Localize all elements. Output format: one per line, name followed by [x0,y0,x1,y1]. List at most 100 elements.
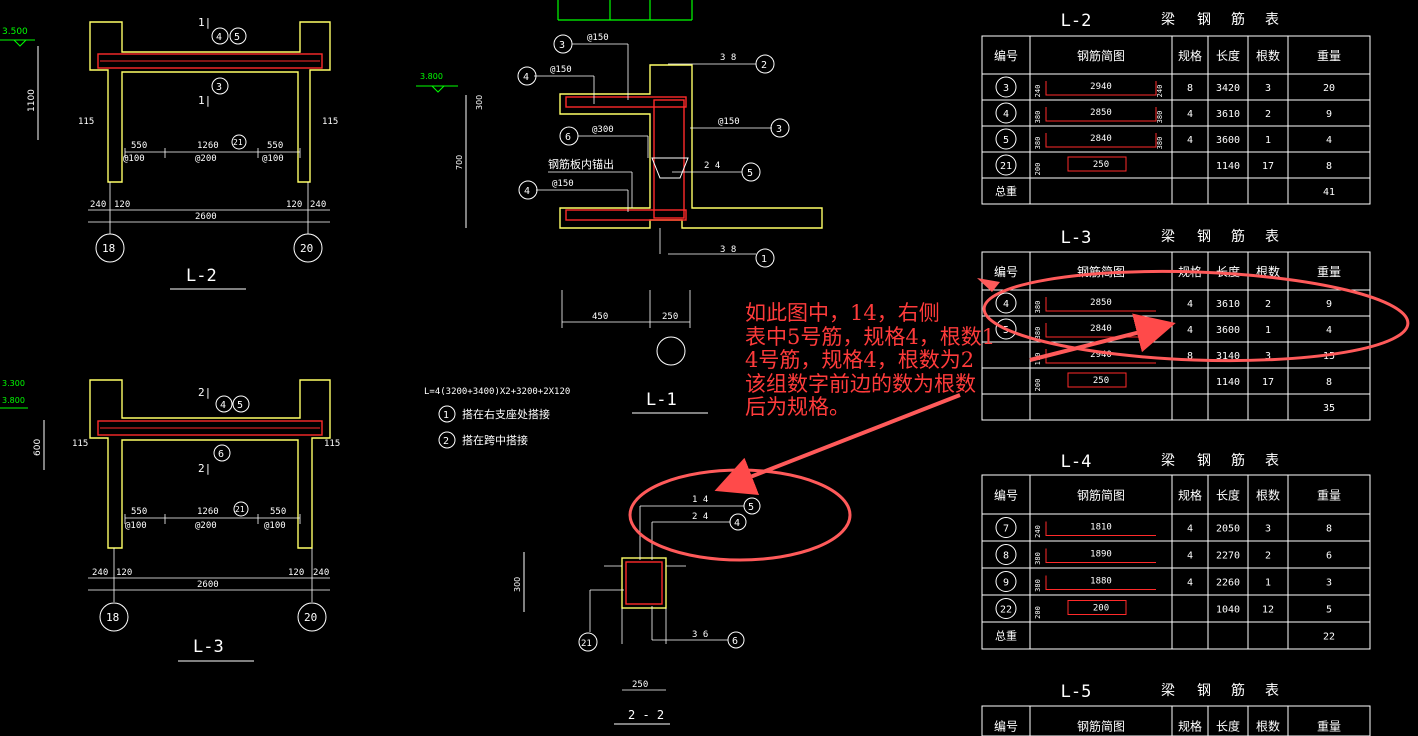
rebar-shape-length: 2850 [1090,108,1112,118]
table-header: 重量 [1317,49,1341,63]
svg-text:2: 2 [443,436,449,447]
svg-text:115: 115 [322,117,338,127]
svg-text:1|: 1| [198,16,211,29]
svg-text:5: 5 [234,32,240,43]
svg-text:2600: 2600 [197,580,219,590]
drawing-title-2-2: 2 - 2 [628,708,664,722]
rebar-hook-left: 380 [1034,579,1042,592]
rebar-shape-length: 1890 [1090,550,1112,560]
table-header: 钢筋简图 [1077,719,1125,734]
rebar-length: 1140 [1216,161,1240,172]
svg-text:5: 5 [748,502,754,513]
table-row-id: 4 [1003,109,1009,120]
svg-text:3: 3 [776,124,782,135]
table-title: L-5 [1061,682,1092,702]
rebar-length: 3420 [1216,83,1240,94]
rebar-spec: 8 [1187,83,1193,94]
svg-text:2: 2 [761,60,767,71]
svg-text:@100: @100 [123,154,145,164]
rebar-spec: 4 [1187,299,1193,310]
rebar-hook-left: 380 [1034,301,1042,314]
rebar-count: 17 [1262,161,1274,172]
svg-text:550: 550 [270,507,286,517]
svg-text:120: 120 [116,568,132,578]
svg-text:3 8: 3 8 [720,245,736,255]
rebar-count: 2 [1265,551,1271,562]
rebar-hook-left: 380 [1034,327,1042,340]
rebar-length: 2260 [1216,578,1240,589]
svg-text:450: 450 [592,312,608,322]
rebar-hook-left: 380 [1034,111,1042,124]
svg-text:@100: @100 [125,521,147,531]
annotation-line: 如此图中，14，右侧 [745,301,940,325]
rebar-shape-length: 2840 [1090,134,1112,144]
rebar-hook-left: 380 [1034,552,1042,565]
svg-text:1|: 1| [198,94,211,107]
rebar-length: 2050 [1216,524,1240,535]
table-total-label: 总重 [995,629,1017,643]
svg-text:1: 1 [761,254,767,265]
table-header: 长度 [1216,48,1240,63]
table-header: 根数 [1256,719,1280,734]
svg-text:1100: 1100 [27,89,37,112]
svg-text:20: 20 [304,611,317,624]
rebar-hook-left: 200 [1034,379,1042,392]
table-row-id: 8 [1003,551,1009,562]
svg-text:240: 240 [92,568,108,578]
drawing-l3: 3.300 3.800 600 550 1260 550 @100 @200 @… [0,379,340,662]
table-total: 22 [1323,632,1335,643]
rebar-hook-right: 380 [1156,111,1164,124]
svg-text:115: 115 [72,439,88,449]
table-header: 编号 [994,48,1018,63]
table-title-char: 表 [1265,453,1279,469]
svg-text:2|: 2| [198,386,211,399]
annotation-arrow-section [714,393,961,495]
rebar-weight: 8 [1326,524,1332,535]
rebar-length: 3600 [1216,135,1240,146]
svg-text:240: 240 [313,568,329,578]
table-row-id: 9 [1003,578,1009,589]
svg-text:3 6: 3 6 [692,630,708,640]
svg-text:搭在跨中搭接: 搭在跨中搭接 [462,434,528,447]
svg-text:3.300: 3.300 [2,379,25,388]
table-title-char: 钢 [1197,453,1211,469]
rebar-count: 12 [1262,605,1274,616]
svg-text:2 4: 2 4 [704,161,720,171]
svg-text:6: 6 [732,636,738,647]
svg-text:2 4: 2 4 [692,512,708,522]
annotation-line: 该组数字前边的数为根数 [745,371,976,396]
svg-text:@300: @300 [592,125,614,135]
svg-text:3: 3 [216,82,222,93]
rebar-weight: 20 [1323,83,1335,94]
rebar-count: 3 [1265,524,1271,535]
table-header: 钢筋简图 [1077,48,1125,63]
rebar-spec: 4 [1187,551,1193,562]
drawing-l1: 3.800 300 700 3 @150 4 @150 6 @30 [416,0,823,414]
svg-text:21: 21 [233,138,243,147]
table-header: 规格 [1178,488,1202,503]
svg-text:550: 550 [267,141,283,151]
rebar-weight: 3 [1326,578,1332,589]
rebar-hook-right: 240 [1156,85,1164,98]
rebar-hook-left: 200 [1034,163,1042,176]
svg-text:3: 3 [559,40,565,51]
rebar-spec: 8 [1187,351,1193,362]
svg-text:115: 115 [78,117,94,127]
table-header: 重量 [1317,265,1341,279]
svg-text:@200: @200 [195,521,217,531]
svg-text:300: 300 [513,577,522,592]
table-header: 长度 [1216,488,1240,503]
table-title-char: 表 [1265,683,1279,699]
rebar-hook-left: 240 [1034,85,1042,98]
svg-text:1: 1 [443,410,449,421]
table-title-char: 钢 [1197,12,1211,28]
rebar-count: 2 [1265,109,1271,120]
rebar-spec: 4 [1187,325,1193,336]
rebar-count: 1 [1265,135,1271,146]
svg-text:550: 550 [131,141,147,151]
annotation-line: 4号筋，规格4，根数为2 [745,348,975,372]
annotation-ellipse-table [982,269,1410,363]
rebar-spec: 4 [1187,578,1193,589]
